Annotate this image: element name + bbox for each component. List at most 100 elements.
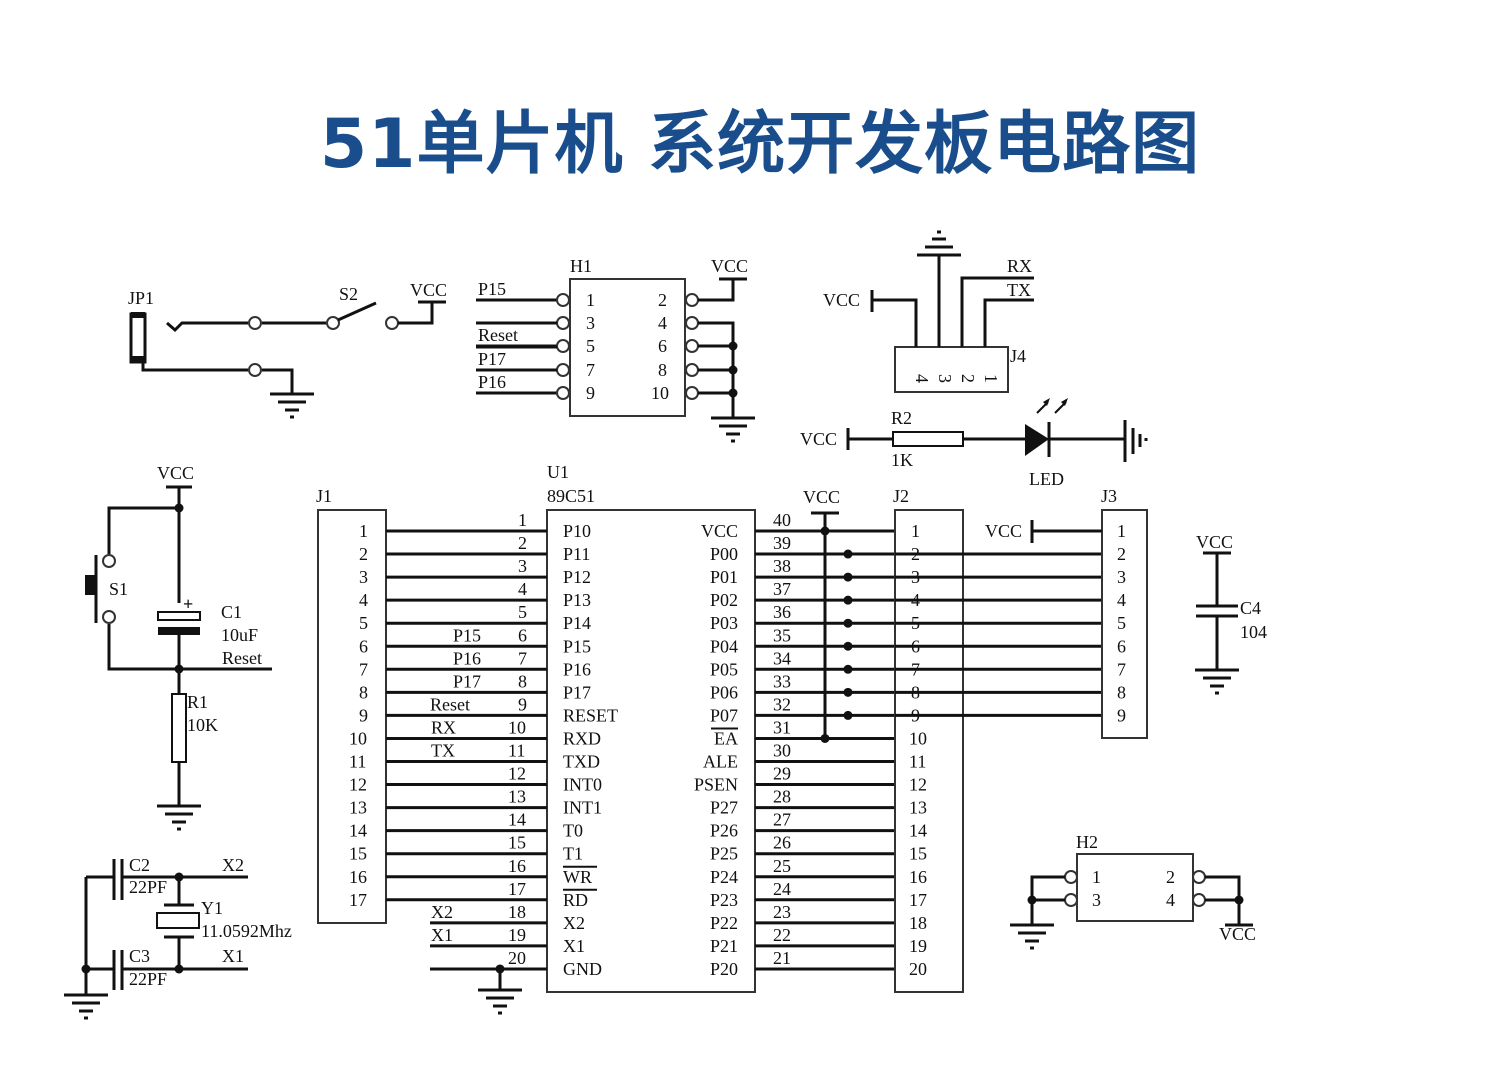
u1-pin-name: T0 [563, 821, 583, 841]
j2-pin-number: 20 [909, 959, 927, 979]
u1-pin-number: 10 [508, 717, 526, 737]
u1-pin-name: INT0 [563, 775, 602, 795]
wire [1030, 875, 1065, 925]
vcc-label: VCC [157, 463, 194, 483]
ground-icon [1010, 923, 1054, 950]
s2-label: S2 [339, 284, 358, 304]
u1-pin-number: 3 [518, 556, 527, 576]
c1-plate [158, 627, 200, 635]
junction-dot [728, 365, 738, 375]
pin-circle [685, 339, 699, 353]
u1-pin-number: 11 [508, 741, 525, 761]
u1-net-label: TX [431, 741, 455, 761]
h1-label: H1 [570, 256, 592, 276]
h1-net-label: Reset [478, 325, 518, 345]
u1-pin-number: 6 [518, 625, 527, 645]
pin-circle [1192, 893, 1206, 907]
junction-dot [843, 595, 853, 605]
h1-pin-number: 5 [586, 336, 595, 356]
u1-pin-number: 34 [773, 648, 791, 668]
u1-pin-name: P16 [563, 659, 591, 679]
pin-circle [1064, 893, 1078, 907]
c1-plate [157, 611, 201, 621]
u1-pin-name: P24 [710, 867, 738, 887]
jp1-label: JP1 [128, 288, 154, 308]
j3-pin-number: 2 [1117, 544, 1126, 564]
wire [698, 279, 735, 302]
vcc-label: VCC [800, 429, 837, 449]
j3-pin-number: 5 [1117, 613, 1126, 633]
u1-net-label: P17 [453, 671, 481, 691]
u1-pin-name: ALE [703, 752, 738, 772]
h2-pin-number: 3 [1092, 890, 1101, 910]
wire [698, 321, 735, 418]
junction-dot [728, 341, 738, 351]
ground-icon [1195, 668, 1239, 695]
j3-pin-number: 4 [1117, 590, 1126, 610]
u1-pin-number: 39 [773, 533, 791, 553]
u1-pin-name: P04 [710, 636, 738, 656]
h1-pin-number: 7 [586, 360, 595, 380]
pin-circle [556, 363, 570, 377]
u1-net-label: P16 [453, 648, 481, 668]
u1-pin-name: X2 [563, 913, 585, 933]
h1-pin-number: 9 [586, 383, 595, 403]
junction-dot [174, 664, 184, 674]
junction-dot [820, 733, 830, 743]
u1-pin-number: 22 [773, 925, 791, 945]
u1-pin-name: P02 [710, 590, 738, 610]
r2-body [892, 431, 964, 447]
u1-pin-name: INT1 [563, 798, 602, 818]
u1-pin-number: 16 [508, 856, 526, 876]
vcc-label: VCC [1196, 532, 1233, 552]
y1-label: Y1 [201, 898, 223, 918]
pin-circle [326, 316, 340, 330]
u1-pin-name: P27 [710, 798, 738, 818]
h1-net-label: P16 [478, 372, 506, 392]
j1-pin-number: 9 [359, 705, 368, 725]
u1-pin-name: RD [563, 890, 588, 910]
u1-pin-number: 5 [518, 602, 527, 622]
u1-pin-number: 15 [508, 833, 526, 853]
j1-pin-number: 13 [349, 798, 367, 818]
u1-net-label: RX [431, 717, 456, 737]
wire [1205, 875, 1241, 925]
u1-pin-name: P13 [563, 590, 591, 610]
u1-pin-number: 2 [518, 533, 527, 553]
h1-pin-number: 3 [586, 313, 595, 333]
u1-pin-name: P01 [710, 567, 738, 587]
h2-pin-number: 2 [1166, 867, 1175, 887]
x2-label: X2 [222, 855, 244, 875]
j2-pin-number: 11 [909, 752, 926, 772]
rx-label: RX [1007, 256, 1032, 276]
u1-pin-number: 14 [508, 810, 526, 830]
u1-pin-name: RXD [563, 728, 601, 748]
wire [107, 624, 272, 671]
y1-value: 11.0592Mhz [201, 921, 292, 941]
pin-circle [1192, 870, 1206, 884]
junction-dot [843, 618, 853, 628]
u1-net-label: P15 [453, 625, 481, 645]
wire [141, 362, 248, 372]
u1-pin-name: RESET [563, 705, 618, 725]
junction-dot [1027, 895, 1037, 905]
c2-value: 22PF [129, 877, 167, 897]
u1-pin-number: 1 [518, 510, 527, 530]
j3-pin-number: 7 [1117, 659, 1126, 679]
pin-circle [556, 386, 570, 400]
u1-mcu: U189C511P102P113P124P135P146P15P157P16P1… [386, 462, 895, 1015]
pin-circle [248, 316, 262, 330]
r2-value: 1K [891, 450, 913, 470]
arrow-head [1061, 398, 1068, 406]
pin-circle [685, 386, 699, 400]
u1-label: U1 [547, 462, 569, 482]
wire [166, 321, 248, 333]
j2-pin-number: 12 [909, 775, 927, 795]
j4-pin-number: 4 [912, 374, 932, 383]
ground-icon [917, 230, 961, 257]
junction-dot [174, 964, 184, 974]
c3-value: 22PF [129, 969, 167, 989]
